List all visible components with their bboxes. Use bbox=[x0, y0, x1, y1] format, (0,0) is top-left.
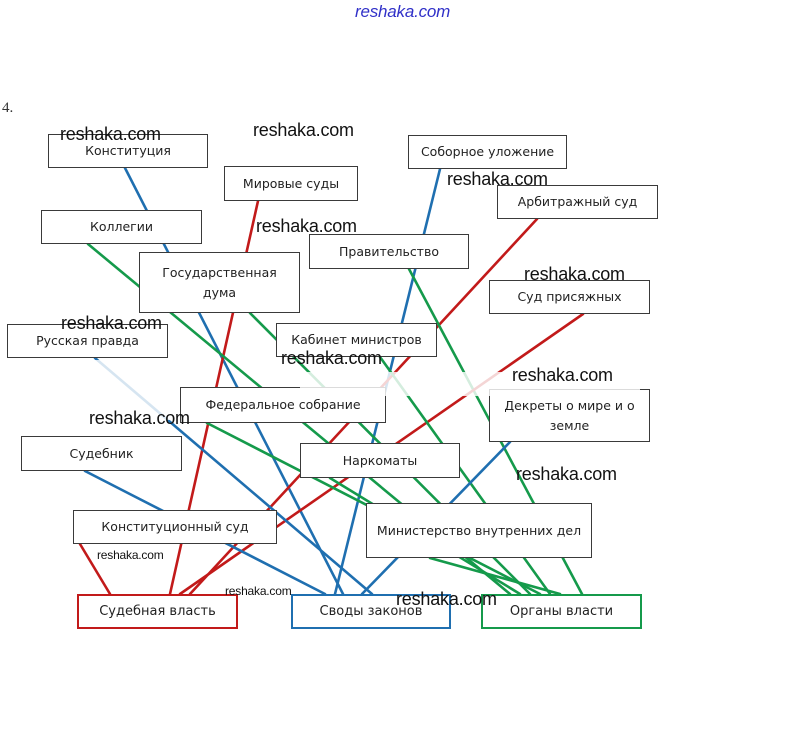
watermark: reshaka.com bbox=[516, 464, 617, 484]
watermark: reshaka.com bbox=[61, 313, 162, 333]
item-pravitelstvo[interactable]: Правительство bbox=[309, 234, 469, 269]
item-label: Арбитражный суд bbox=[517, 194, 638, 209]
item-kollegii[interactable]: Коллегии bbox=[41, 210, 202, 244]
item-dekrety[interactable]: Декреты о мире и о земле bbox=[489, 389, 650, 442]
category-label: Органы власти bbox=[509, 603, 614, 619]
item-label: Русская правда bbox=[36, 333, 139, 348]
item-label: Министерство внутренних дел bbox=[376, 522, 582, 538]
item-gosudarstvennaya-duma[interactable]: Государственная дума bbox=[139, 252, 300, 313]
category-label: Своды законов bbox=[319, 603, 423, 619]
category-label: Судебная власть bbox=[99, 603, 216, 619]
watermark: reshaka.com bbox=[512, 365, 613, 385]
item-label: Коллегии bbox=[89, 219, 153, 234]
category-svody-zakonov[interactable]: Своды законов bbox=[291, 594, 451, 629]
item-ministerstvo-vnutrennikh-del[interactable]: Министерство внутренних дел bbox=[366, 503, 592, 558]
question-number: 4. bbox=[2, 100, 14, 116]
item-label: Наркоматы bbox=[342, 452, 418, 468]
item-sobornoe-ulozhenie[interactable]: Соборное уложение bbox=[408, 135, 567, 169]
site-watermark-top: reshaka.com bbox=[355, 2, 451, 21]
item-konstitutsiya[interactable]: Конституция bbox=[48, 134, 208, 168]
item-label: Федеральное собрание bbox=[205, 397, 361, 412]
item-label: Соборное уложение bbox=[420, 144, 555, 159]
watermark: reshaka.com bbox=[60, 124, 161, 144]
item-label: Мировые суды bbox=[242, 175, 340, 191]
watermark: reshaka.com bbox=[97, 548, 164, 562]
item-label: Конституция bbox=[85, 143, 171, 158]
item-label: Государственная дума bbox=[162, 264, 277, 300]
watermark: reshaka.com bbox=[225, 584, 292, 598]
item-sudebnik[interactable]: Судебник bbox=[21, 436, 182, 471]
watermark: reshaka.com bbox=[89, 408, 190, 428]
item-label: Судебник bbox=[69, 445, 134, 461]
item-label: Декреты о мире и о земле bbox=[504, 397, 635, 433]
item-label: Кабинет министров bbox=[291, 332, 422, 347]
item-sud-prisyazhnykh[interactable]: Суд присяжных bbox=[489, 280, 650, 314]
item-label: Суд присяжных bbox=[517, 289, 622, 304]
watermark: reshaka.com bbox=[524, 264, 625, 284]
watermark: reshaka.com bbox=[447, 169, 548, 189]
item-label: Конституционный суд bbox=[101, 519, 249, 534]
item-arbitrazhnyy-sud[interactable]: Арбитражный суд bbox=[497, 185, 658, 219]
category-sudebnaya-vlast[interactable]: Судебная власть bbox=[77, 594, 238, 629]
watermark: reshaka.com bbox=[256, 216, 357, 236]
item-mirovye-sudy[interactable]: Мировые суды bbox=[224, 166, 358, 201]
item-narkomaty[interactable]: Наркоматы bbox=[300, 443, 460, 478]
item-konstitutsionnyy-sud[interactable]: Конституционный суд bbox=[73, 510, 277, 544]
item-label: Правительство bbox=[339, 243, 439, 259]
watermark: reshaka.com bbox=[396, 589, 497, 609]
watermark: reshaka.com bbox=[253, 120, 354, 140]
watermark: reshaka.com bbox=[281, 348, 382, 368]
category-organy-vlasti[interactable]: Органы власти bbox=[481, 594, 642, 629]
